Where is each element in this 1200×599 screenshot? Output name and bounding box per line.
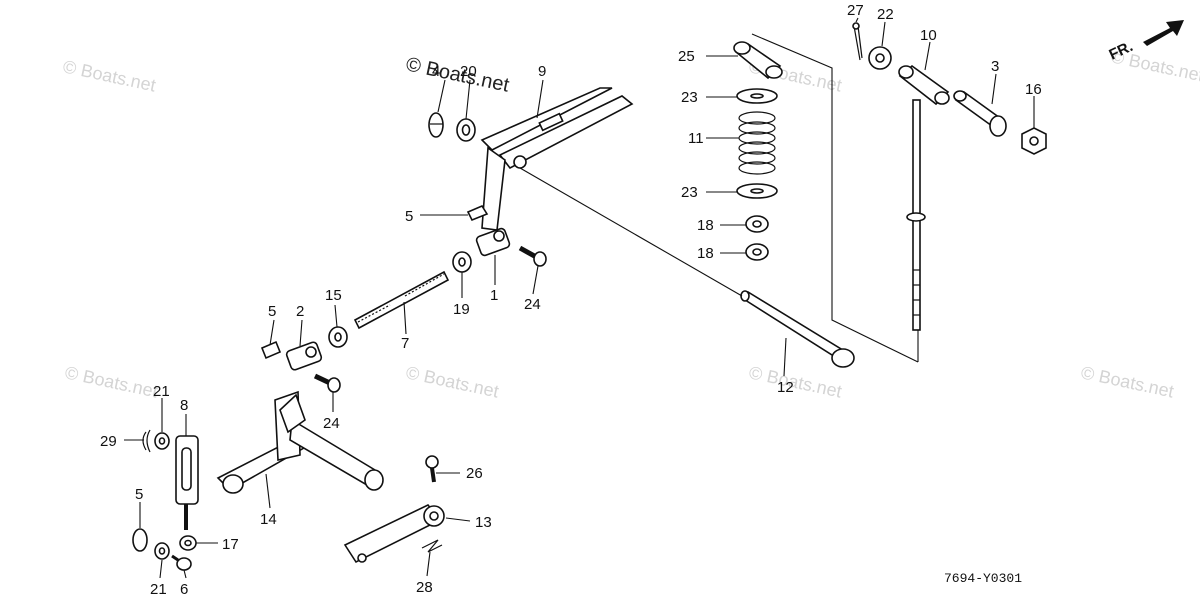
part-22-washer [868, 46, 892, 70]
callout-19: 19 [453, 301, 470, 318]
callout-11: 11 [688, 130, 704, 147]
part-20-washer [456, 118, 476, 142]
part-1-joint [475, 227, 511, 257]
callout-2: 2 [296, 303, 304, 320]
part-13-link [343, 504, 445, 564]
part-4-clip [428, 112, 444, 138]
callout-12: 12 [777, 379, 794, 396]
callout-10: 10 [920, 27, 937, 44]
watermark: © Boats.net [63, 362, 159, 401]
part-23-washer-top [736, 88, 778, 104]
assembly-line [519, 167, 743, 297]
part-21-washer [154, 542, 170, 560]
callout-13: 13 [475, 514, 492, 531]
part-5-pin [466, 204, 489, 222]
callout-25: 25 [678, 48, 695, 65]
callout-24: 24 [524, 296, 541, 313]
callout-16: 16 [1025, 81, 1042, 98]
callout-18: 18 [697, 217, 714, 234]
callout-1: 1 [490, 287, 498, 304]
part-27-cotter-pin [852, 22, 863, 61]
part-9-bracket [480, 87, 634, 231]
part-7-rod [353, 270, 450, 330]
part-29-clip [142, 429, 151, 453]
callout-5: 5 [405, 208, 413, 225]
callout-22: 22 [877, 6, 894, 23]
callout-21: 21 [153, 383, 170, 400]
callout-21: 21 [150, 581, 167, 598]
part-10-rod [898, 64, 950, 331]
part-3-pivot-pin [953, 90, 1007, 137]
part-26-pin [425, 455, 439, 483]
watermark-group: © Boats.net © Boats.net © Boats.net © Bo… [61, 46, 1200, 401]
callout-20: 20 [460, 63, 477, 80]
callout-27: 27 [847, 2, 864, 19]
callout-9: 9 [538, 63, 546, 80]
part-24-pin-lower [313, 373, 341, 393]
part-21-washer [154, 432, 170, 450]
watermark: © Boats.net [404, 362, 500, 401]
callout-23: 23 [681, 89, 698, 106]
watermark: © Boats.net [747, 362, 843, 401]
front-arrow-icon [1143, 20, 1184, 46]
watermark: © Boats.net [1079, 362, 1175, 401]
leader-lines [124, 17, 1035, 579]
part-6-pin [171, 554, 192, 571]
part-8-slotted-link [175, 435, 199, 530]
part-11-spring [738, 111, 776, 175]
callout-6: 6 [180, 581, 188, 598]
callout-26: 26 [466, 465, 483, 482]
part-17-nut [179, 535, 197, 551]
part-19-nut [452, 251, 472, 273]
callout-7: 7 [401, 335, 409, 352]
part-2-joint [285, 341, 323, 371]
part-5-pin [132, 528, 148, 552]
part-18-nut-upper [745, 215, 769, 233]
callout-8: 8 [180, 397, 188, 414]
diagram-code: 7694-Y0301 [944, 571, 1022, 586]
watermark: © Boats.net [61, 56, 157, 95]
callout-18: 18 [697, 245, 714, 262]
part-23-washer-bottom [736, 183, 778, 199]
part-16-nut [1021, 127, 1047, 155]
callout-23: 23 [681, 184, 698, 201]
callout-4: 4 [432, 63, 440, 80]
callout-29: 29 [100, 433, 117, 450]
part-28-clip [421, 539, 443, 553]
part-25-collar [733, 41, 783, 80]
part-24-pin-upper [518, 245, 547, 267]
assembly-line [751, 33, 919, 363]
part-18-nut-lower [745, 243, 769, 261]
callouts: 4 20 9 5 1 19 24 7 15 2 5 24 21 8 29 5 2… [100, 2, 1042, 598]
callout-5: 5 [135, 486, 143, 503]
part-15-nut [328, 326, 348, 348]
part-5-pin [260, 340, 282, 360]
callout-17: 17 [222, 536, 239, 553]
callout-24: 24 [323, 415, 340, 432]
callout-28: 28 [416, 579, 433, 596]
callout-5: 5 [268, 303, 276, 320]
part-14-lever-arm [216, 390, 384, 494]
callout-14: 14 [260, 511, 277, 528]
callout-15: 15 [325, 287, 342, 304]
part-12-shaft [740, 290, 855, 368]
watermark-main: © Boats.net [404, 53, 512, 96]
callout-3: 3 [991, 58, 999, 75]
